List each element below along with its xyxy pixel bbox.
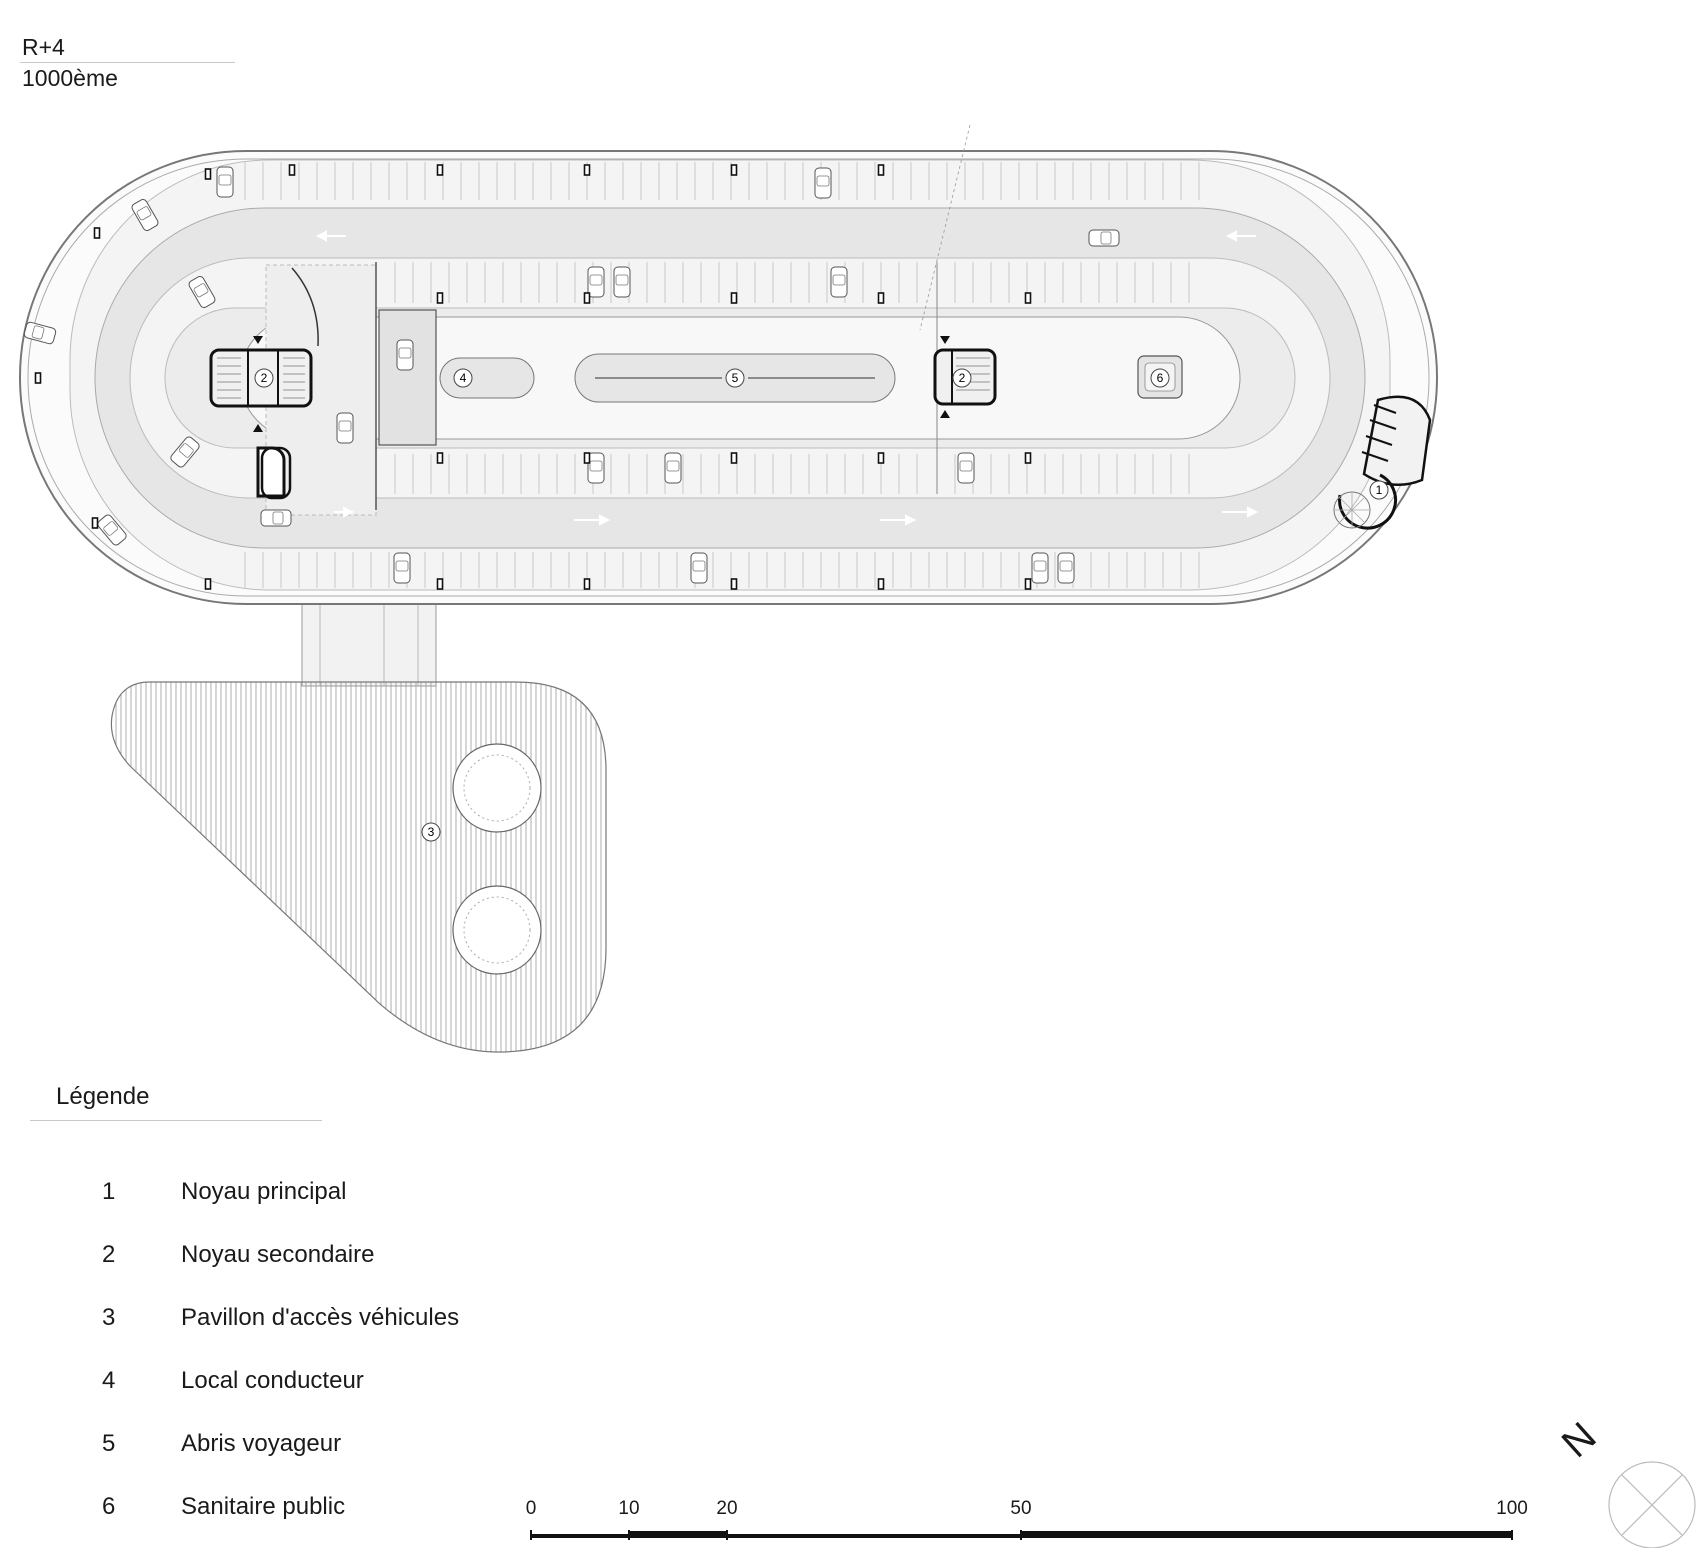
legend-item-number: 5	[102, 1430, 116, 1457]
scale-label: 1000ème	[22, 65, 118, 91]
scale-bar	[530, 1530, 1513, 1540]
legend-title: Légende	[56, 1083, 150, 1110]
column-mark	[730, 452, 738, 464]
car-icon	[587, 452, 605, 484]
car-icon	[396, 339, 414, 371]
column-mark	[436, 292, 444, 304]
column-mark	[1024, 452, 1032, 464]
car-icon	[814, 167, 832, 199]
marker-driver-room: 4	[453, 368, 473, 388]
column-mark	[877, 292, 885, 304]
plan-markers: 1 2 2 3 4 5 6	[254, 368, 1389, 842]
scale-tick-label: 20	[716, 1498, 738, 1519]
header-rule	[20, 62, 235, 63]
scale-tick-label: 50	[1010, 1498, 1032, 1519]
scale-tick-label: 0	[525, 1498, 537, 1519]
car-icon	[1057, 552, 1075, 584]
section-line	[919, 124, 971, 331]
column-mark	[583, 164, 591, 176]
legend-item-number: 2	[102, 1241, 116, 1268]
main-core	[1333, 395, 1432, 530]
car-icon	[336, 412, 354, 444]
parking-stalls	[244, 162, 1200, 588]
column-mark	[436, 452, 444, 464]
car-icon	[393, 552, 411, 584]
marker-secondary-core-east: 2	[952, 368, 972, 388]
marker-pavilion-label: 3	[428, 825, 435, 839]
column-mark	[730, 164, 738, 176]
car-icon	[587, 266, 605, 298]
marker-passenger-shelter: 5	[725, 368, 745, 388]
north-arrow-icon	[1608, 1461, 1696, 1548]
column-mark	[877, 578, 885, 590]
marker-public-toilet: 6	[1150, 368, 1170, 388]
marker-pavilion: 3	[421, 822, 441, 842]
column-mark	[583, 292, 591, 304]
column-mark	[91, 517, 99, 529]
access-bridge	[301, 601, 437, 687]
car-icon	[830, 266, 848, 298]
column-mark	[877, 164, 885, 176]
legend-item-text: Pavillon d'accès véhicules	[181, 1304, 460, 1331]
marker-secondary-core-west: 2	[254, 368, 274, 388]
column-mark	[583, 578, 591, 590]
level-label: R+4	[22, 34, 65, 60]
column-mark	[436, 578, 444, 590]
column-mark	[877, 452, 885, 464]
column-mark	[93, 227, 101, 239]
car-icon	[1088, 229, 1120, 247]
column-mark	[204, 578, 212, 590]
car-icon	[664, 452, 682, 484]
column-mark	[730, 292, 738, 304]
legend-item-number: 3	[102, 1304, 116, 1331]
column-mark	[1024, 578, 1032, 590]
legend-item-text: Noyau principal	[181, 1178, 347, 1205]
legend-item-number: 6	[102, 1493, 116, 1520]
legend-item-text: Abris voyageur	[181, 1430, 342, 1457]
scale-tick-label: 100	[1496, 1498, 1528, 1519]
legend-item-text: Noyau secondaire	[181, 1241, 375, 1268]
column-mark	[1024, 292, 1032, 304]
column-mark	[34, 372, 42, 384]
legend-item-number: 1	[102, 1178, 116, 1205]
traffic-arrows	[315, 230, 1259, 526]
legend-item-number: 4	[102, 1367, 116, 1394]
marker-secondary-core-west-label: 2	[261, 371, 268, 385]
column-mark	[436, 164, 444, 176]
car-icon	[260, 509, 292, 527]
column-mark	[204, 168, 212, 180]
marker-public-toilet-label: 6	[1157, 371, 1164, 385]
legend-rule	[30, 1120, 322, 1121]
car-icon	[1031, 552, 1049, 584]
legend-item-text: Local conducteur	[181, 1367, 364, 1394]
marker-main-core: 1	[1369, 480, 1389, 500]
car-icon	[957, 452, 975, 484]
marker-main-core-label: 1	[1376, 483, 1383, 497]
scale-tick-label: 10	[618, 1498, 640, 1519]
legend-item-text: Sanitaire public	[181, 1493, 346, 1520]
marker-secondary-core-east-label: 2	[959, 371, 966, 385]
marker-passenger-shelter-label: 5	[732, 371, 739, 385]
vehicle-access-pavilion	[110, 681, 607, 1053]
car-icon	[613, 266, 631, 298]
car-icon	[216, 166, 234, 198]
marker-driver-room-label: 4	[460, 371, 467, 385]
car-icon	[690, 552, 708, 584]
column-mark	[730, 578, 738, 590]
column-mark	[288, 164, 296, 176]
driver-room	[439, 357, 535, 399]
column-mark	[583, 452, 591, 464]
